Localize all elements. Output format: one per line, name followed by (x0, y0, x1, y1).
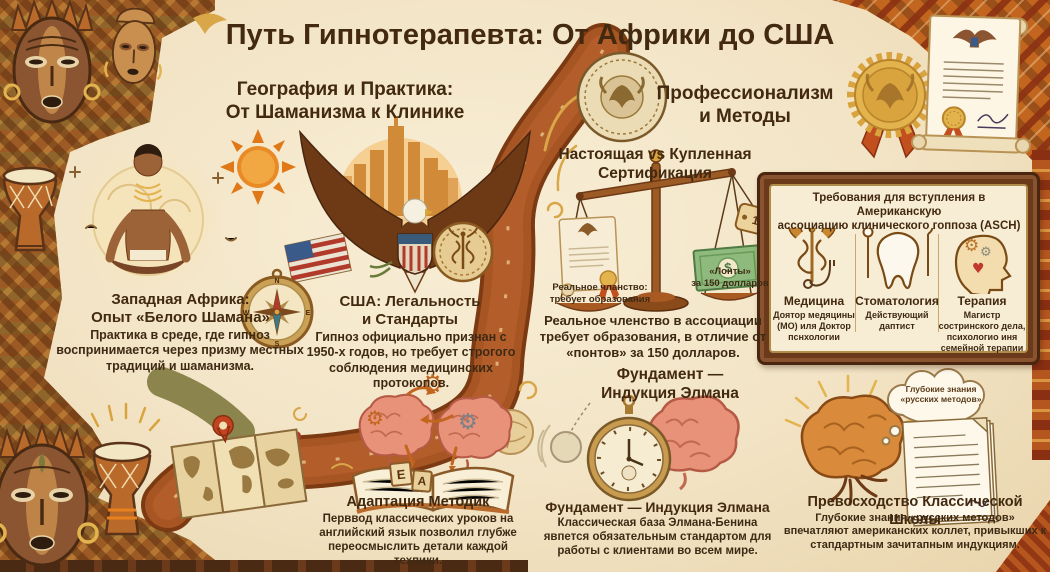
asch-icons (788, 228, 1012, 294)
african-pattern-bottom-strip (0, 560, 528, 572)
real-certificate-icon (558, 215, 620, 302)
usa-title: США: Легальность и Стандарты (300, 293, 520, 330)
scales-illustration: $ 1SOS (556, 149, 794, 312)
asch-column-therapy-desc: Магистр состринского дела, психологио ин… (938, 310, 1026, 353)
adaptation-title: Адаптация Методик (346, 494, 490, 510)
elman-watch-scene (537, 394, 740, 502)
gold-medal-icon (847, 52, 933, 159)
adaptation-scene (351, 386, 534, 514)
letter-tile: A (411, 469, 433, 493)
page-title: Путь Гипнотерапевта: От Африки до США (225, 19, 835, 51)
thought-cloud-icon (881, 368, 985, 446)
usa-body: Гипноз официально признан с 1950-х годов… (306, 330, 516, 390)
classical-school-title: Превосходство Классической Школы (807, 494, 1023, 528)
geography-section-heading: География и Практика: От Шаманизма к Кли… (180, 78, 510, 124)
letter-tile-label: A (417, 473, 427, 489)
professionalism-heading-line2: и Методы (699, 106, 791, 128)
professionalism-heading-line1: Профессионализм (656, 83, 834, 104)
geography-heading-line2: От Шаманизма к Клинике (225, 102, 465, 124)
geography-heading-line1: География и Практика: (236, 79, 454, 100)
compass-e-label: E (306, 310, 311, 317)
elman-mid-heading: Фундамент — Индукция Элмана (570, 366, 770, 404)
asch-title-line1: Требования для вступления в Американскую (812, 192, 986, 219)
elman-mid-line2: Индукция Элмана (601, 384, 739, 402)
certificate-scroll-icon (910, 14, 1031, 154)
african-mask-bottom-icon (0, 421, 99, 567)
elman-bottom-title: Фундамент — Индукция Элмана (545, 499, 770, 515)
gear-icon: ⚙ (366, 406, 384, 430)
gear-icon: ⚙ (980, 245, 992, 260)
meditating-shaman-icon (68, 140, 237, 300)
great-seal-icon (576, 51, 668, 143)
caduceus-icon (788, 228, 836, 289)
certification-title: Настоящая vs Купленная Сертификация (540, 146, 770, 184)
head-gears-icon (954, 234, 1012, 294)
compass-icon: N E S W (240, 268, 314, 349)
fake-membership-line1: «Лонты» (709, 266, 751, 277)
certification-title-line1: Настоящая vs Купленная (558, 146, 752, 163)
african-mask-small-icon (104, 7, 162, 84)
brain-right-icon (436, 395, 513, 474)
asch-column-medicine-label: Медицина (783, 294, 845, 308)
brain-pink-icon (647, 395, 740, 491)
us-flag-icon (284, 232, 352, 284)
asch-title: Требования для вступления в Американскую… (775, 191, 1023, 233)
gear-icon: ⚙ (421, 370, 445, 400)
fake-membership-label: «Лонты» за 150 долларов (686, 266, 774, 289)
usa-title-line1: США: Легальность (339, 293, 481, 310)
world-map-icon (170, 414, 308, 520)
usa-title-line2: и Стандарты (362, 311, 458, 329)
letter-tile: E (388, 460, 414, 488)
elman-mid-line1: Фундамент — (616, 366, 724, 383)
classical-school-body: Глубокие знания «русских методов» впечат… (783, 512, 1047, 551)
certification-title-line2: Сертификация (598, 164, 712, 182)
open-book-icon (351, 466, 515, 514)
asch-divider-2 (938, 234, 939, 332)
asch-column-dentistry-desc: Действующий даптист (865, 310, 929, 331)
gear-icon: ⚙ (458, 410, 478, 435)
usa-eagle-scene (284, 116, 532, 294)
asch-column-dentistry-label: Стоматология (855, 294, 939, 308)
asch-title-line2: ассоциацию клинического гоппоза (ASCH) (777, 220, 1021, 233)
african-mask-top-icon (3, 0, 101, 124)
letter-tile-label: E (395, 466, 407, 482)
right-scale-pan (700, 292, 758, 301)
west-africa-title-line2: Опыт «Белого Шамана» (91, 309, 270, 327)
adaptation-body: Перввод классических уроков на английски… (319, 513, 517, 568)
professionalism-section-heading: Профессионализм и Методы (640, 82, 850, 128)
west-africa-title: Западная Африка: Опыт «Белого Шамана» (48, 291, 313, 328)
asch-column-medicine-desc: Доятор медяцины (МО) иля Доктор пснхолог… (773, 310, 855, 342)
fake-membership-line2: за 150 долларов (691, 277, 769, 289)
gear-icon: ⚙ (964, 236, 980, 256)
real-membership-label: Реальное чланство: требует образования (549, 282, 651, 305)
compass-s-label: S (275, 341, 280, 348)
heart-icon: ♥ (972, 261, 985, 277)
tribal-symbols-icon (69, 166, 237, 242)
asch-divider-1 (855, 234, 856, 332)
pendulum-icon (550, 431, 582, 463)
djembe-drum-bottom-icon (90, 402, 161, 536)
west-africa-body: Практика в среде, где гипноз воспринимае… (56, 328, 304, 373)
caduceus-medallion-icon (432, 221, 494, 283)
west-africa-title-line1: Западная Африка: (111, 291, 250, 308)
asch-column-therapy-label: Терапия (957, 294, 1007, 308)
dollar-sign-label: $ (724, 260, 733, 276)
compass-w-label: W (243, 310, 250, 317)
compass-n-label: N (274, 278, 279, 285)
papers-stack-icon (901, 417, 999, 527)
djembe-drum-top-icon (2, 166, 58, 252)
transfer-arrows-icon (404, 386, 458, 472)
tooth-icon (862, 228, 934, 290)
elman-bottom-body: Классическая база Элмана-Бенина явпется … (543, 517, 772, 558)
thought-bubble-text: Глубокие знания «русских методов» (900, 384, 982, 405)
map-pin-icon (212, 414, 234, 444)
sun-icon (220, 129, 296, 205)
certification-body: Реальное членство в ассоциации требует о… (539, 313, 767, 360)
left-scale-pan (556, 302, 622, 312)
pocket-watch-icon (586, 394, 672, 502)
